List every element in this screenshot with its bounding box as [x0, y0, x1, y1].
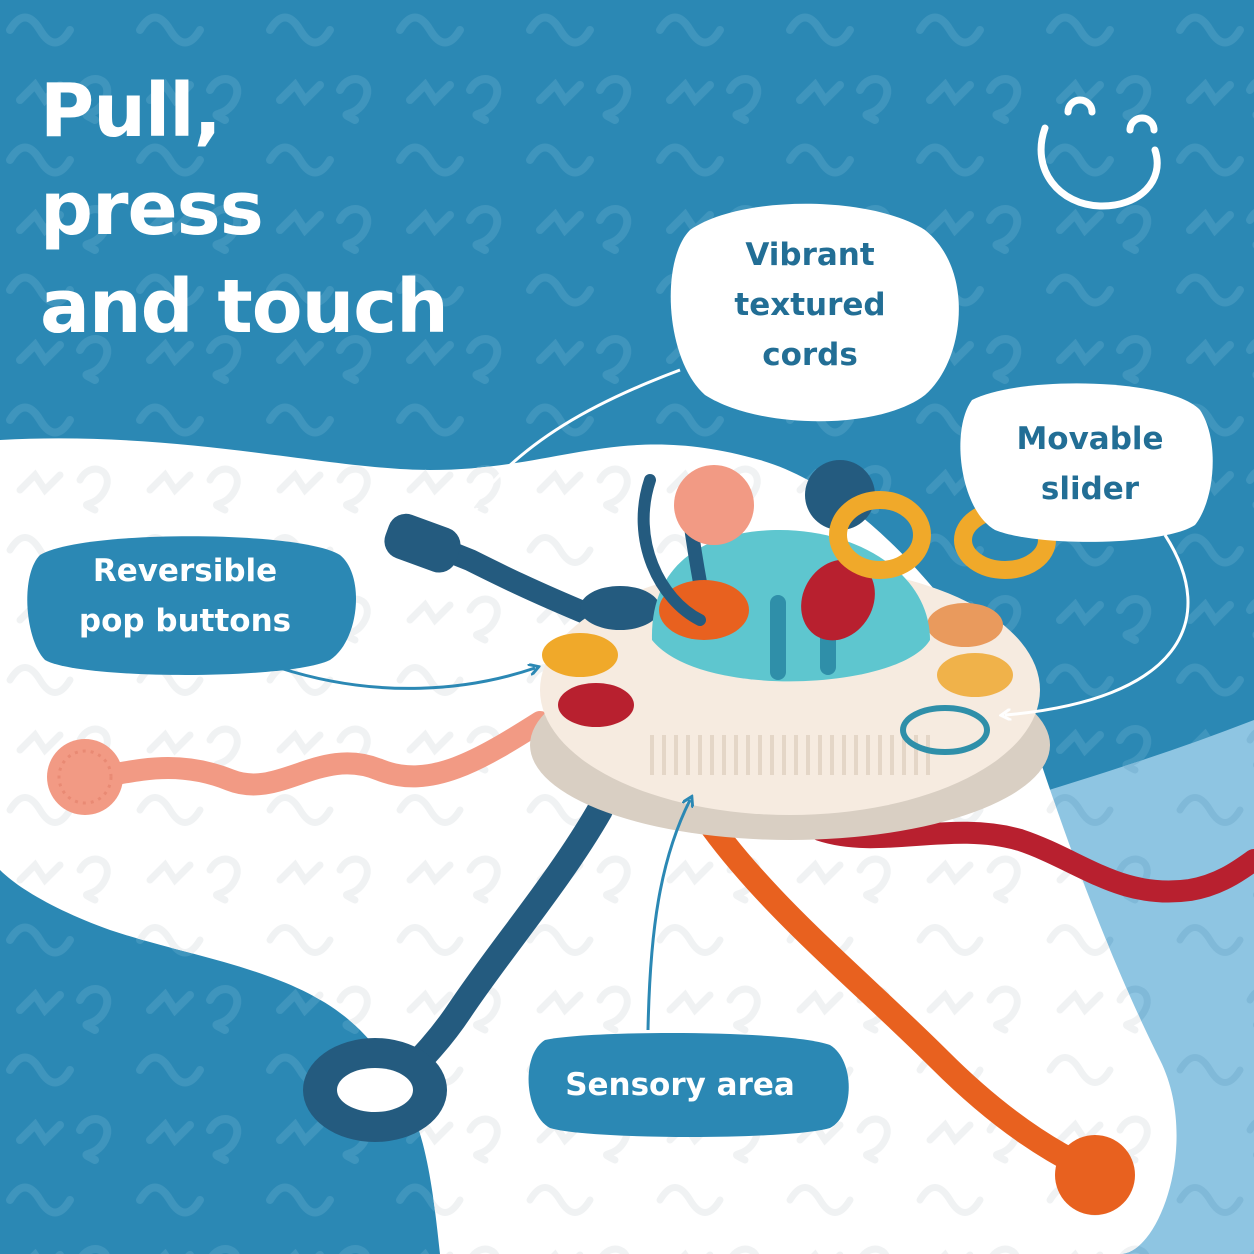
sensory-callout-bubble [528, 1033, 849, 1137]
cords-label-line-2: textured [734, 287, 886, 323]
pop-buttons-callout-bubble [27, 536, 357, 675]
headline-line-3: and touch [40, 264, 449, 350]
cords-arrow [470, 368, 681, 510]
slider-arrow [1005, 534, 1190, 715]
pop-buttons-label-line-2: pop buttons [78, 603, 292, 639]
navy-cord-left [409, 529, 601, 626]
slider-ring [900, 705, 990, 755]
navy-cord-bottom [397, 797, 613, 1083]
orange-knob [659, 580, 749, 640]
sensory-callout-label: Sensory area [545, 1060, 815, 1110]
red-knob [801, 559, 875, 641]
sensory-arrow [646, 800, 690, 1031]
headline-line-2: press [40, 166, 264, 252]
cords-callout-label: Vibrant textured cords [700, 230, 920, 380]
headline: Pull, press and touch [40, 62, 449, 356]
coral-teether [47, 739, 123, 815]
pop-buttons-callout-label: Reversible pop buttons [55, 546, 315, 646]
cords-callout-bubble [670, 203, 959, 422]
pop-buttons-arrow [279, 668, 535, 690]
smiley-face-icon [1037, 96, 1161, 210]
slider-callout-bubble [960, 383, 1213, 542]
sensory-label-line-1: Sensory area [565, 1067, 795, 1103]
coral-cord [99, 711, 551, 796]
pop-button-amber [937, 653, 1013, 697]
pop-button-red [558, 683, 634, 727]
slider-label-line-2: slider [1040, 471, 1140, 507]
pop-button-orange [927, 603, 1003, 647]
slider-label-line-1: Movable [1016, 421, 1164, 457]
orange-teether [1055, 1135, 1135, 1215]
slider-callout-label: Movable slider [990, 414, 1190, 514]
pop-buttons-label-line-1: Reversible [92, 553, 278, 589]
red-cord-right [809, 819, 1254, 903]
pop-button-navy [580, 586, 660, 630]
coral-knob [674, 465, 754, 545]
headline-line-1: Pull, [40, 68, 222, 154]
yellow-slider-ring-1 [829, 491, 931, 579]
orange-cord-bottom [688, 798, 1092, 1177]
navy-teether-top [384, 513, 461, 573]
cords-label-line-3: cords [762, 337, 858, 373]
cords-label-line-1: Vibrant [745, 237, 875, 273]
pop-button-yellow [542, 633, 618, 677]
